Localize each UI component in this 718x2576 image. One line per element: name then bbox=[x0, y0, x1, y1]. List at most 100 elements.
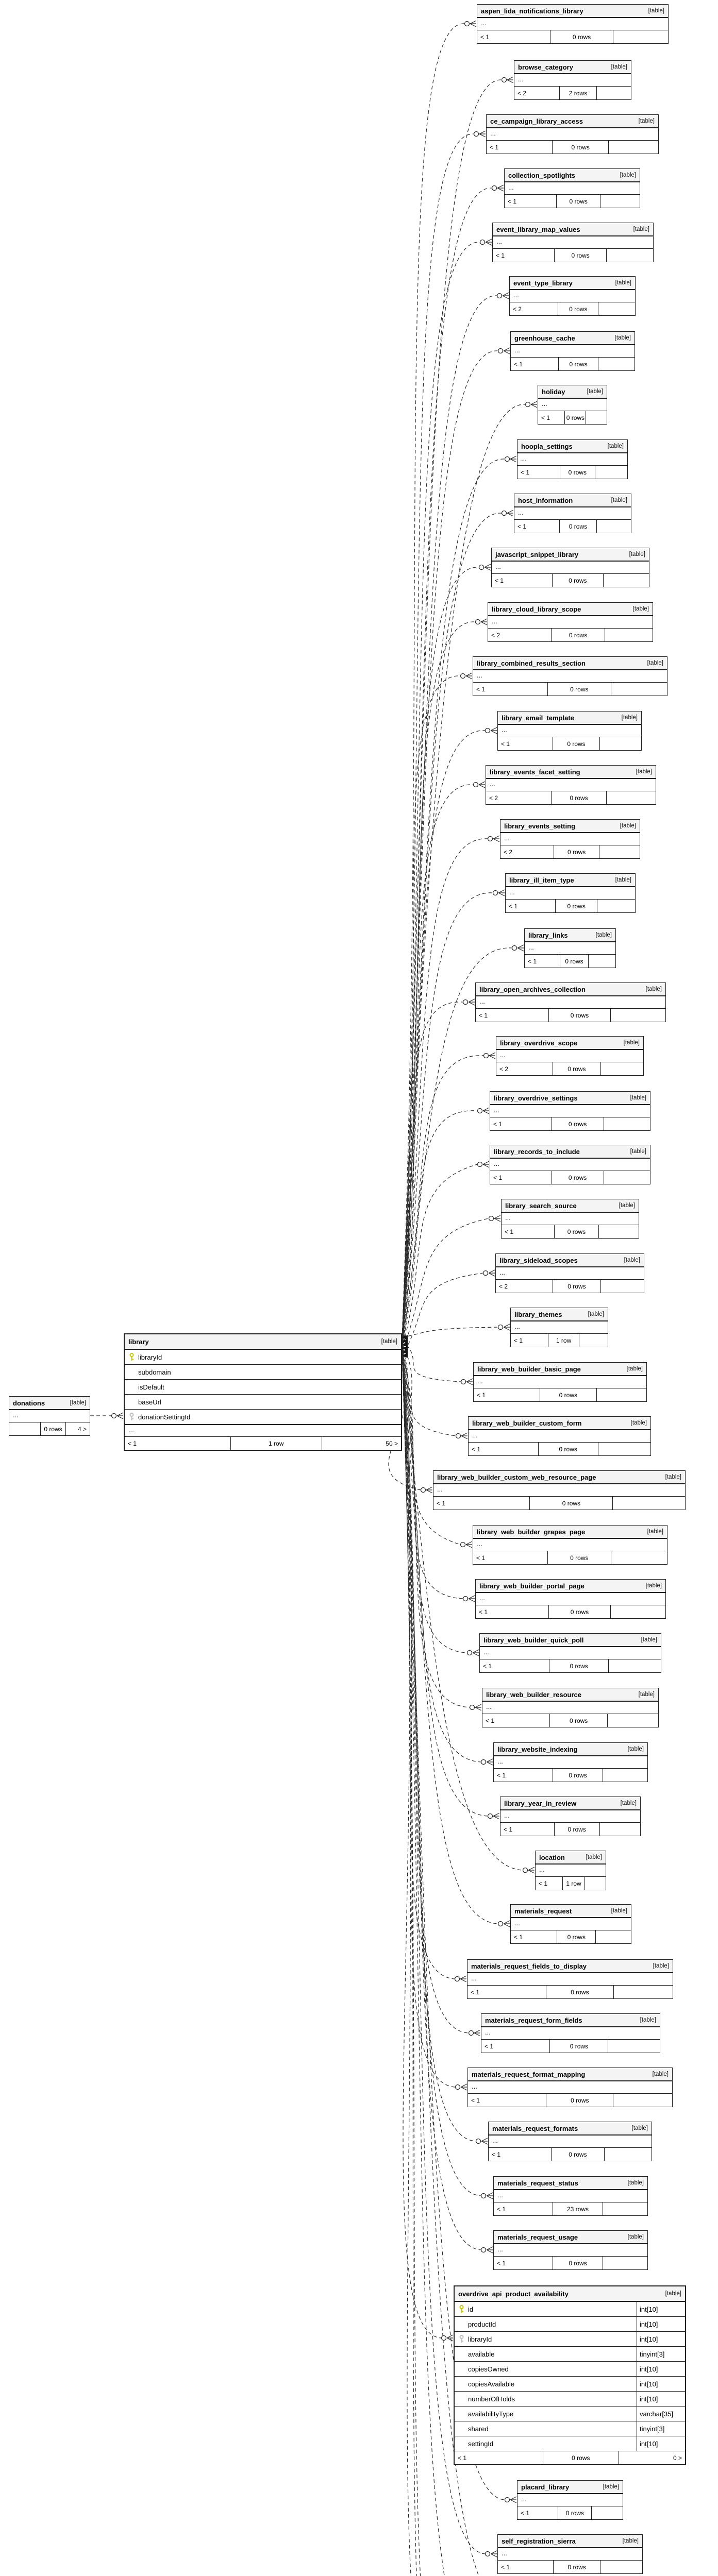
table-columns-ellipsis[interactable]: ... bbox=[514, 507, 631, 520]
table-columns-ellipsis[interactable]: ... bbox=[505, 182, 640, 195]
table-name[interactable]: library_cloud_library_scope bbox=[492, 605, 581, 613]
table-name[interactable]: library_overdrive_settings bbox=[494, 1094, 578, 1102]
table-name[interactable]: aspen_lida_notifications_library bbox=[481, 7, 583, 15]
table-columns-ellipsis[interactable]: ... bbox=[469, 1430, 650, 1443]
table-columns-ellipsis[interactable]: ... bbox=[511, 345, 634, 358]
table-name[interactable]: library_overdrive_scope bbox=[500, 1039, 578, 1047]
table-columns-ellipsis[interactable]: ... bbox=[511, 1321, 608, 1334]
table-name[interactable]: library_links bbox=[528, 931, 568, 939]
table-columns-ellipsis[interactable]: ... bbox=[477, 18, 668, 30]
table-name[interactable]: library_combined_results_section bbox=[477, 659, 586, 667]
table-name[interactable]: ce_campaign_library_access bbox=[490, 117, 583, 125]
table-columns-ellipsis[interactable]: ... bbox=[9, 1410, 90, 1422]
table-name[interactable]: library_web_builder_resource bbox=[486, 1690, 581, 1699]
table-columns-ellipsis[interactable]: ... bbox=[467, 1973, 673, 1986]
table-name[interactable]: collection_spotlights bbox=[508, 171, 576, 179]
table-name[interactable]: materials_request_format_mapping bbox=[472, 2070, 586, 2078]
table-columns-ellipsis[interactable]: ... bbox=[125, 1425, 401, 1437]
table-name[interactable]: javascript_snippet_library bbox=[495, 550, 579, 558]
table-columns-ellipsis[interactable]: ... bbox=[494, 2190, 647, 2202]
table-name[interactable]: event_library_map_values bbox=[496, 225, 580, 233]
table-name[interactable]: library_events_setting bbox=[504, 822, 576, 830]
table-columns-ellipsis[interactable]: ... bbox=[476, 996, 665, 1009]
table-columns-ellipsis[interactable]: ... bbox=[433, 1484, 685, 1497]
table-columns-ellipsis[interactable]: ... bbox=[468, 2081, 672, 2094]
table-columns-ellipsis[interactable]: ... bbox=[506, 887, 635, 900]
table-columns-ellipsis[interactable]: ... bbox=[536, 1865, 606, 1877]
table-columns-ellipsis[interactable]: ... bbox=[474, 1376, 646, 1388]
table-columns-ellipsis[interactable]: ... bbox=[496, 1050, 643, 1062]
table-columns-ellipsis[interactable]: ... bbox=[538, 399, 607, 411]
table-name[interactable]: host_information bbox=[518, 496, 573, 504]
table-name[interactable]: library_email_template bbox=[502, 714, 574, 722]
table-columns-ellipsis[interactable]: ... bbox=[473, 1539, 667, 1551]
table-name[interactable]: library_sideload_scopes bbox=[499, 1256, 578, 1264]
table-columns-ellipsis[interactable]: ... bbox=[487, 128, 658, 141]
table-columns-ellipsis[interactable]: ... bbox=[517, 453, 627, 466]
table-name[interactable]: location bbox=[539, 1853, 565, 1861]
column-row[interactable]: donationSettingId bbox=[125, 1410, 401, 1425]
table-name[interactable]: library bbox=[128, 1337, 149, 1346]
table-name[interactable]: library_events_facet_setting bbox=[490, 768, 580, 776]
table-name[interactable]: library_year_in_review bbox=[504, 1799, 577, 1807]
table-name[interactable]: donations bbox=[13, 1399, 45, 1407]
table-columns-ellipsis[interactable]: ... bbox=[517, 2494, 623, 2506]
table-name[interactable]: hoopla_settings bbox=[521, 442, 573, 450]
table-name[interactable]: event_type_library bbox=[513, 279, 573, 287]
table-columns-ellipsis[interactable]: ... bbox=[489, 2136, 652, 2148]
table-columns-ellipsis[interactable]: ... bbox=[490, 1105, 650, 1117]
column-row[interactable]: baseUrl bbox=[125, 1395, 401, 1410]
table-name[interactable]: browse_category bbox=[518, 63, 573, 71]
table-name[interactable]: library_web_builder_basic_page bbox=[477, 1365, 581, 1373]
table-columns-ellipsis[interactable]: ... bbox=[473, 670, 667, 683]
column-row[interactable]: subdomain bbox=[125, 1365, 401, 1380]
table-columns-ellipsis[interactable]: ... bbox=[514, 74, 631, 87]
table-name[interactable]: placard_library bbox=[521, 2483, 570, 2491]
table-name[interactable]: self_registration_sierra bbox=[502, 2537, 576, 2545]
table-name[interactable]: materials_request_status bbox=[497, 2179, 578, 2187]
table-columns-ellipsis[interactable]: ... bbox=[494, 1756, 647, 1769]
table-columns-ellipsis[interactable]: ... bbox=[493, 236, 653, 249]
table-name[interactable]: materials_request_form_fields bbox=[485, 2016, 582, 2024]
table-columns-ellipsis[interactable]: ... bbox=[500, 833, 640, 845]
table-name[interactable]: greenhouse_cache bbox=[514, 334, 575, 342]
table-name[interactable]: holiday bbox=[542, 387, 565, 396]
table-columns-ellipsis[interactable]: ... bbox=[502, 1213, 639, 1225]
table-name[interactable]: library_web_builder_quick_poll bbox=[483, 1636, 584, 1644]
table-columns-ellipsis[interactable]: ... bbox=[480, 1647, 661, 1659]
table-columns-ellipsis[interactable]: ... bbox=[494, 2244, 647, 2257]
table-columns-ellipsis[interactable]: ... bbox=[498, 2548, 642, 2561]
table-name[interactable]: library_web_builder_custom_web_resource_… bbox=[437, 1473, 596, 1481]
table-name[interactable]: materials_request_formats bbox=[492, 2124, 578, 2132]
table-columns-ellipsis[interactable]: ... bbox=[476, 1593, 665, 1605]
table-name[interactable]: library_web_builder_custom_form bbox=[472, 1419, 582, 1427]
table-columns-ellipsis[interactable]: ... bbox=[481, 2027, 660, 2040]
table-columns-ellipsis[interactable]: ... bbox=[490, 1159, 650, 1171]
table-columns-ellipsis[interactable]: ... bbox=[482, 1702, 658, 1714]
table-columns-ellipsis[interactable]: ... bbox=[492, 562, 649, 574]
table-columns-ellipsis[interactable]: ... bbox=[488, 616, 653, 629]
column-row[interactable]: libraryId bbox=[125, 1350, 401, 1365]
table-name[interactable]: library_ill_item_type bbox=[509, 876, 574, 884]
table-name[interactable]: library_web_builder_portal_page bbox=[479, 1582, 585, 1590]
table-name[interactable]: overdrive_api_product_availability bbox=[458, 2290, 569, 2298]
table-columns-ellipsis[interactable]: ... bbox=[496, 1267, 644, 1280]
table-columns-ellipsis[interactable]: ... bbox=[525, 942, 615, 955]
table-columns-ellipsis[interactable]: ... bbox=[498, 725, 641, 737]
table-name[interactable]: library_search_source bbox=[505, 1201, 577, 1210]
column-row[interactable]: isDefault bbox=[125, 1380, 401, 1395]
table-name[interactable]: library_open_archives_collection bbox=[479, 985, 586, 993]
table-name[interactable]: library_website_indexing bbox=[497, 1745, 578, 1753]
table-columns-ellipsis[interactable]: ... bbox=[500, 1810, 640, 1823]
table-name[interactable]: materials_request_fields_to_display bbox=[471, 1962, 587, 1970]
